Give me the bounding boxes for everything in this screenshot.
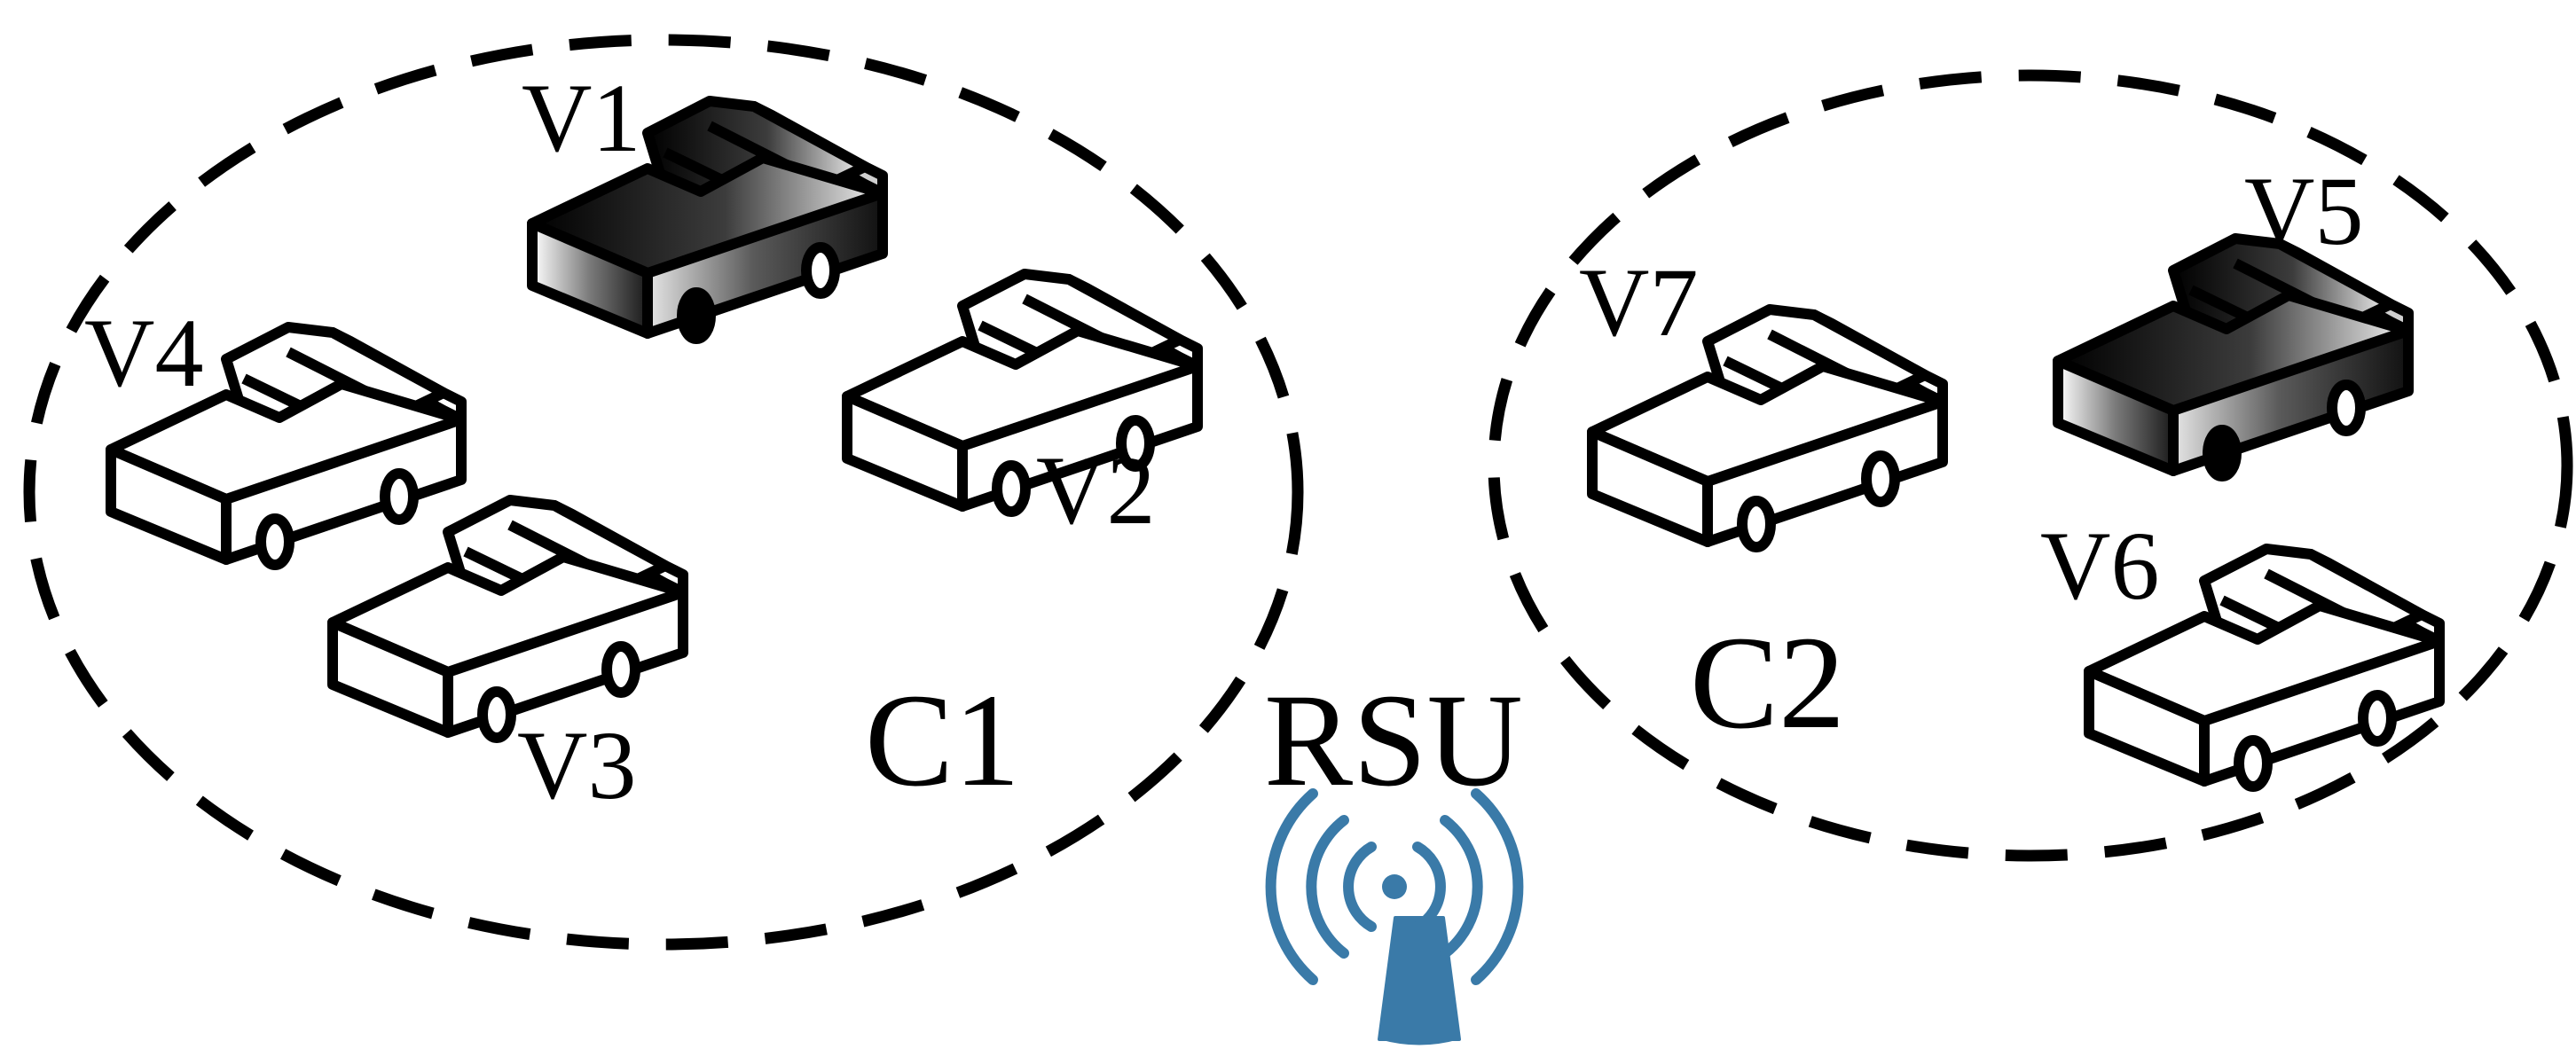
wireless-antenna-icon <box>1265 788 1524 1045</box>
vehicle-v5-car-icon <box>2058 239 2408 476</box>
vehicle-v3-label: V3 <box>517 711 636 819</box>
vehicle-v5-label: V5 <box>2244 157 2363 265</box>
vehicle-v1-label: V1 <box>522 64 640 172</box>
cluster-c1-label: C1 <box>865 667 1020 814</box>
cluster-c1-boundary <box>23 34 1304 951</box>
cluster-c2-label: C2 <box>1690 609 1845 756</box>
cluster-c2-boundary <box>1488 69 2573 862</box>
vehicle-v7-label: V7 <box>1579 248 1698 356</box>
vehicle-v6-label: V6 <box>2040 512 2159 620</box>
vehicle-v3-car-icon <box>333 500 683 738</box>
rsu-label: RSU <box>1264 667 1523 814</box>
vehicle-v4-label: V4 <box>84 299 203 407</box>
vehicle-v2-label: V2 <box>1036 436 1155 544</box>
